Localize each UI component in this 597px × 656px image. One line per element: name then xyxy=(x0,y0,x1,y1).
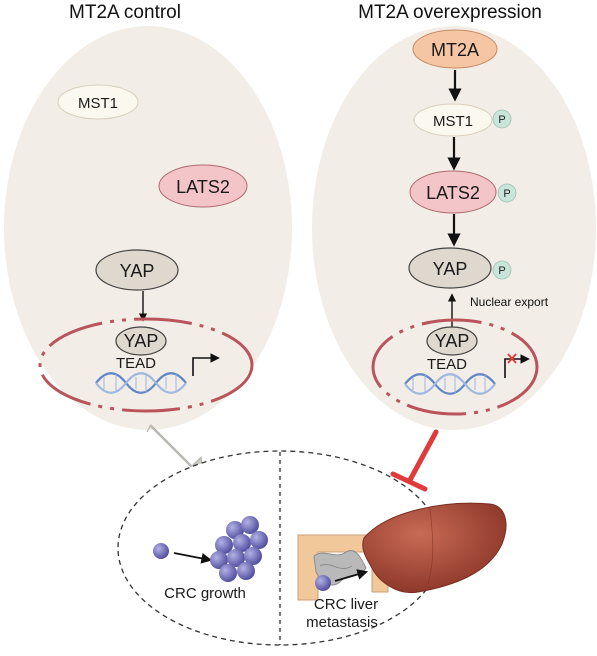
mst1-label-control: MST1 xyxy=(78,95,118,112)
mt2a-label: MT2A xyxy=(431,40,479,60)
lats2-phospho-badge xyxy=(497,183,517,203)
lats2-node-overexp xyxy=(409,170,497,214)
tumor-cell-single xyxy=(153,543,169,559)
metastasis-arrow xyxy=(334,569,369,582)
crc-liver-label-line2: metastasis xyxy=(306,614,378,631)
mst1-phospho-badge xyxy=(492,109,512,129)
tead-label-control: TEAD xyxy=(116,355,156,372)
control-panel-title: MT2A control xyxy=(69,2,181,23)
yap-nuclear-label-control: YAP xyxy=(124,331,159,351)
yap-nuclear-node-control xyxy=(115,326,167,356)
yap-phospho-label: P xyxy=(498,265,505,277)
liver-icon xyxy=(362,502,507,594)
yap-nuclear-node-overexp xyxy=(426,326,478,356)
transcription-blocked-arrow xyxy=(504,354,530,378)
mst1-node-overexp xyxy=(413,103,493,137)
overexpression-panel-title: MT2A overexpression xyxy=(358,2,542,23)
crc-growth-label: CRC growth xyxy=(164,585,246,602)
crc-liver-label-line1: CRC liver xyxy=(314,596,378,613)
tead-label-overexp: TEAD xyxy=(427,356,467,373)
lats2-label-control: LATS2 xyxy=(176,177,230,197)
metastatic-tumor-cell xyxy=(315,575,331,591)
transcription-active-arrow xyxy=(192,353,220,376)
yap-phospho-badge xyxy=(492,260,512,280)
yap-label-overexp: YAP xyxy=(433,259,468,279)
yap-nuclear-label-overexp: YAP xyxy=(435,331,470,351)
dna-helix-overexp xyxy=(404,373,496,395)
lats2-label-overexp: LATS2 xyxy=(426,183,480,203)
nucleus-control xyxy=(38,317,254,413)
lats2-phospho-label: P xyxy=(503,188,510,200)
inhibit-red-bar xyxy=(390,429,439,492)
yap-node-overexp xyxy=(408,247,492,289)
yap-label-control: YAP xyxy=(120,261,155,281)
yap-node-control xyxy=(95,249,179,291)
lats2-node-control xyxy=(158,164,248,208)
tumor-cell-cluster xyxy=(210,516,268,582)
nuclear-export-label: Nuclear export xyxy=(470,295,549,309)
dna-helix-control xyxy=(95,372,187,394)
mst1-node-control xyxy=(57,84,139,120)
mst1-phospho-label: P xyxy=(498,114,505,126)
mst1-label-overexp: MST1 xyxy=(433,113,473,130)
transcription-blocked-x-icon xyxy=(507,353,517,364)
nucleus-overexp xyxy=(371,318,539,416)
mt2a-node xyxy=(412,29,498,69)
growth-arrow xyxy=(173,552,213,564)
